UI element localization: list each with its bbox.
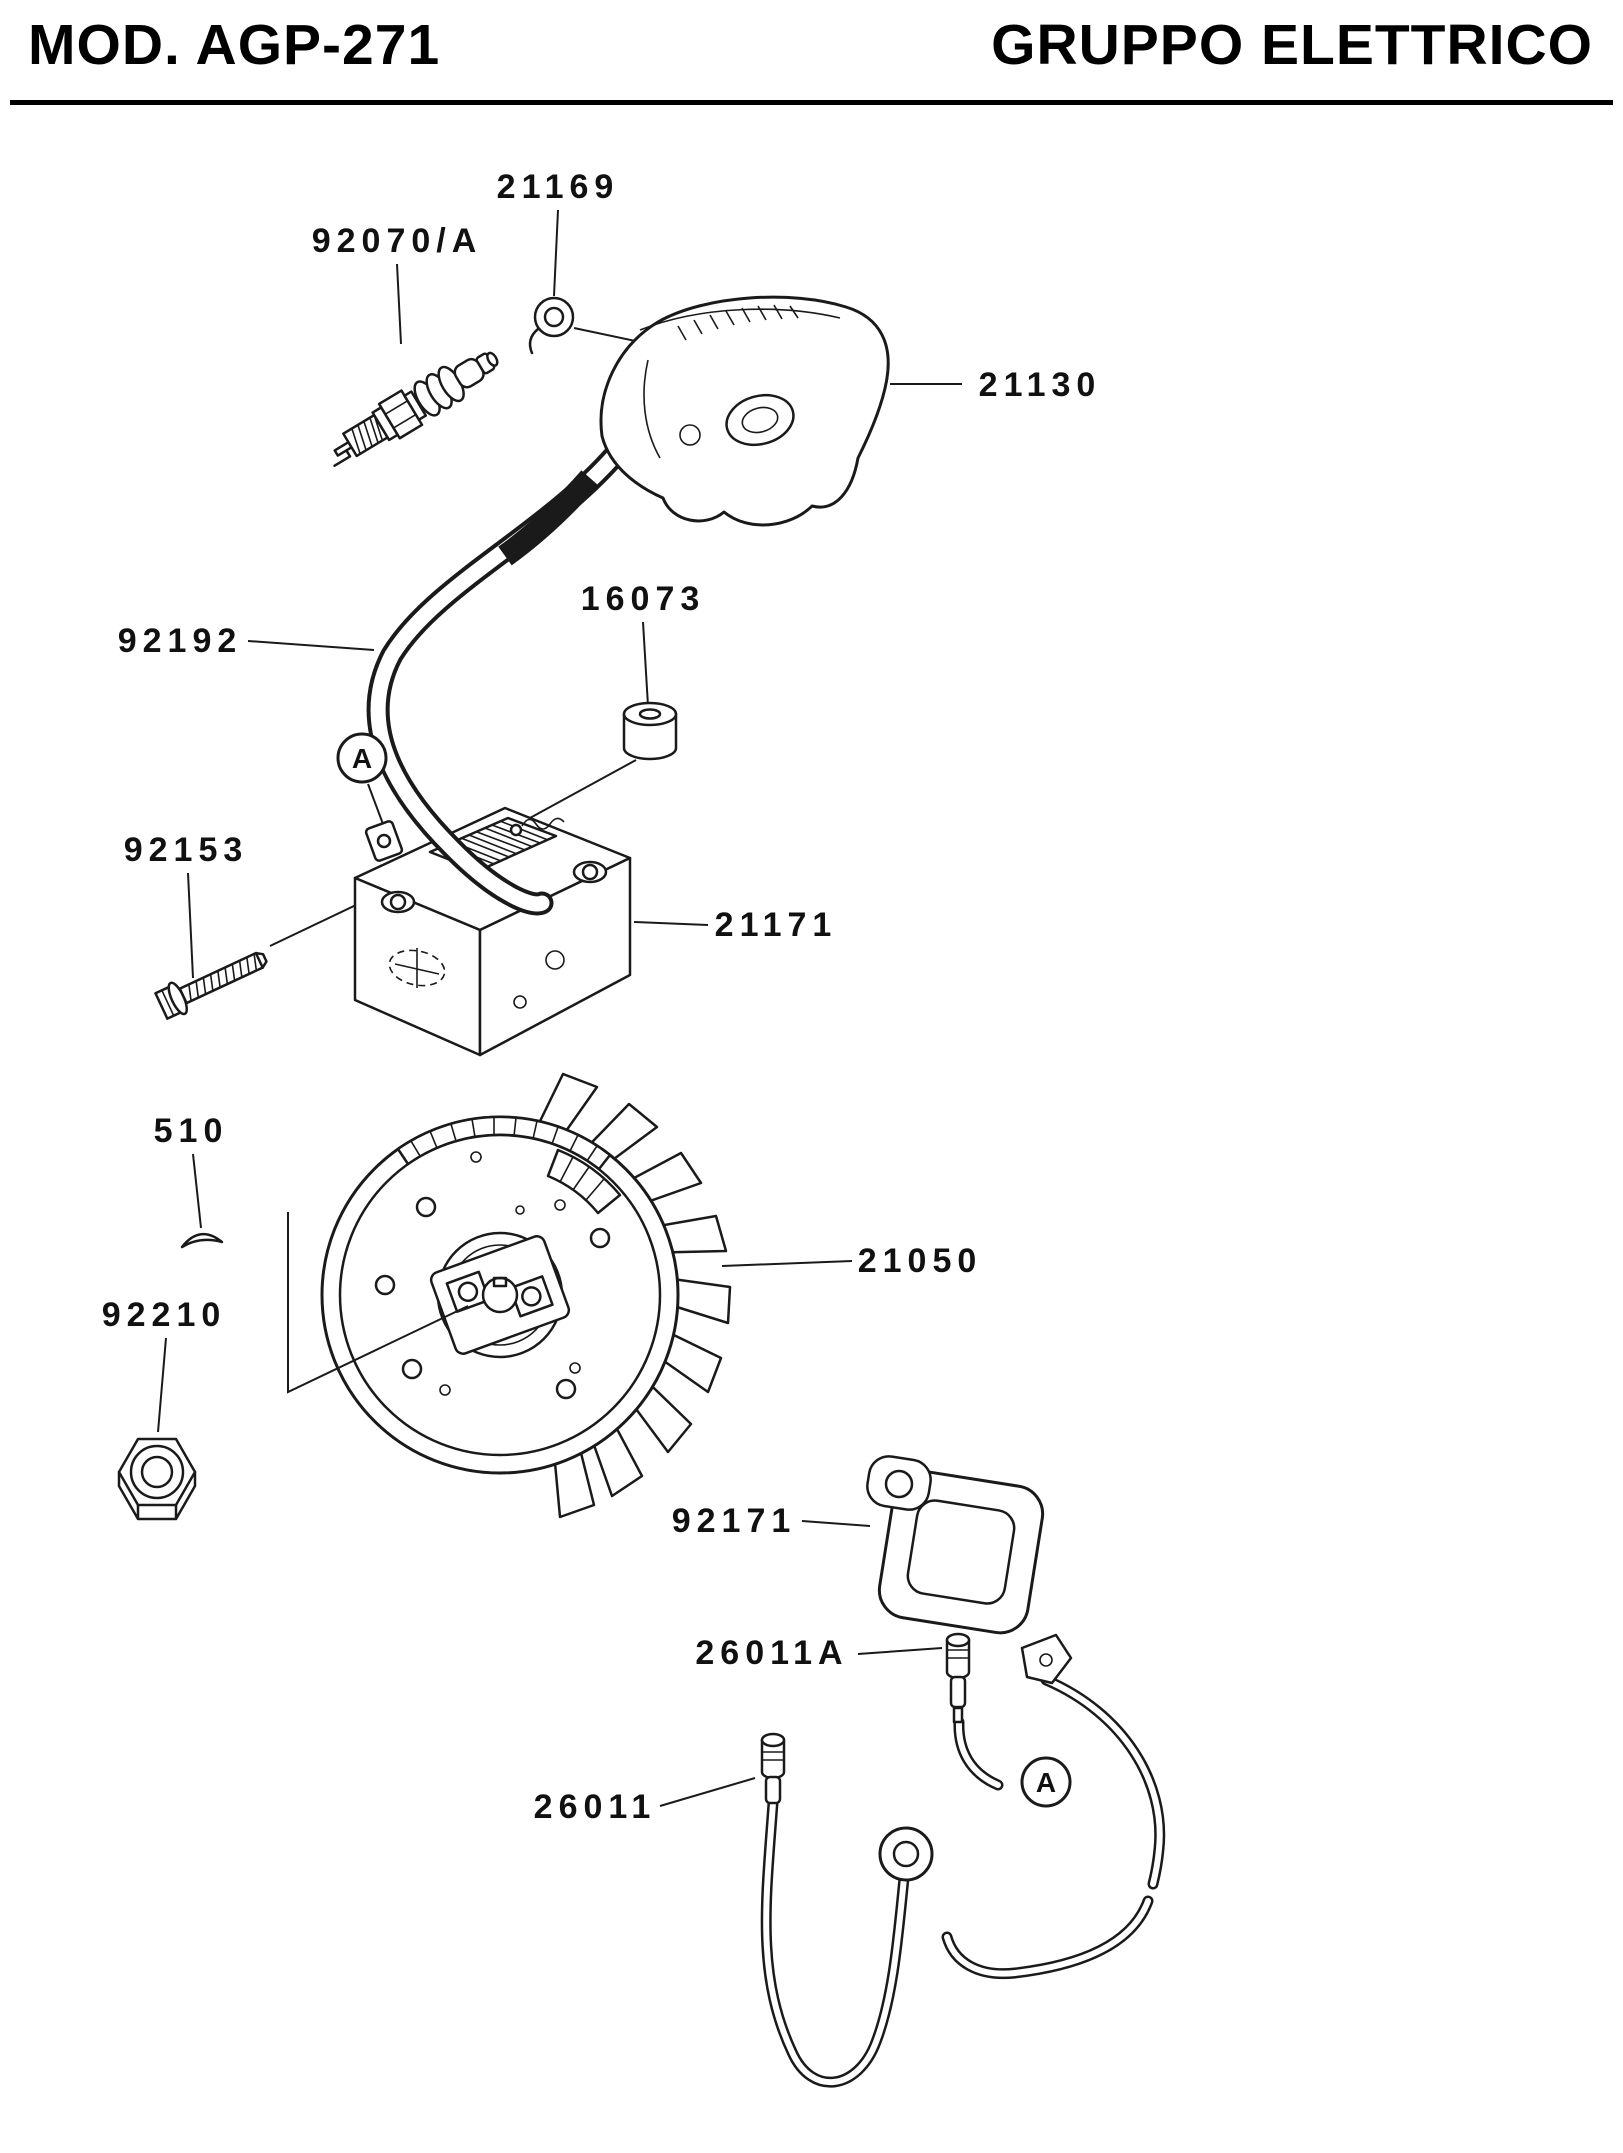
leader-line [801,1520,871,1527]
ignition-coil-cover [599,295,890,527]
flywheel [320,1072,732,1519]
callout-a-2: A [1020,1756,1072,1808]
key-position-line [287,1212,469,1394]
flag-terminal [1020,1633,1073,1685]
terminal-screw [528,296,575,355]
leader-line [573,327,641,343]
part-label-21169: 21169 [497,168,620,206]
rim-hatch [410,1117,598,1162]
magnet-hatch [559,1156,605,1201]
doc-title: GRUPPO ELETTRICO [991,13,1593,77]
ignition-coil [353,806,632,1057]
part-label-21050: 21050 [858,1242,983,1280]
part-label-92192: 92192 [118,622,243,660]
flange-nut [117,1437,197,1521]
part-label-21171: 21171 [715,906,838,944]
part-label-26011: 26011 [534,1788,657,1826]
part-labels: 21169 92070/A 21130 92192 16073 92153 21… [102,168,1102,1826]
header-rule [10,100,1613,105]
ground-lead [760,1732,934,2088]
part-label-16073: 16073 [581,580,706,618]
stop-switch-lead-a [941,1632,1166,1980]
connector-cap [760,1732,786,1805]
leader-line [396,263,402,345]
part-label-92153: 92153 [124,831,249,869]
grommet [622,701,678,761]
leader-line [642,621,649,707]
leader-line [247,640,375,651]
leader-line [857,1647,943,1655]
leader-line [553,209,559,297]
leader-line [659,1777,756,1807]
leader-line [721,1260,853,1267]
callout-a-1: A [336,732,388,784]
leader-line [367,783,384,825]
mounting-bolt [154,951,268,1020]
clamp-band [866,1455,1045,1635]
leader-line [633,921,709,926]
part-label-26011A: 26011A [695,1634,848,1672]
spark-plug [333,351,499,467]
part-label-92070A: 92070/A [312,222,483,260]
part-label-92171: 92171 [672,1502,797,1540]
leader-line [187,872,194,979]
leader-line [157,1337,167,1433]
callout-a-2-letter: A [1036,1767,1056,1798]
part-label-510: 510 [154,1112,229,1150]
spark-plug-lead [366,443,627,916]
leader-line [192,1153,202,1229]
doc-model-number: MOD. AGP-271 [28,13,441,77]
woodruff-key [180,1233,224,1249]
callout-a-1-letter: A [352,743,372,774]
connector-cap [945,1632,971,1724]
part-label-21130: 21130 [979,366,1102,404]
cover-hatch [677,304,799,341]
part-label-92210: 92210 [102,1296,227,1334]
